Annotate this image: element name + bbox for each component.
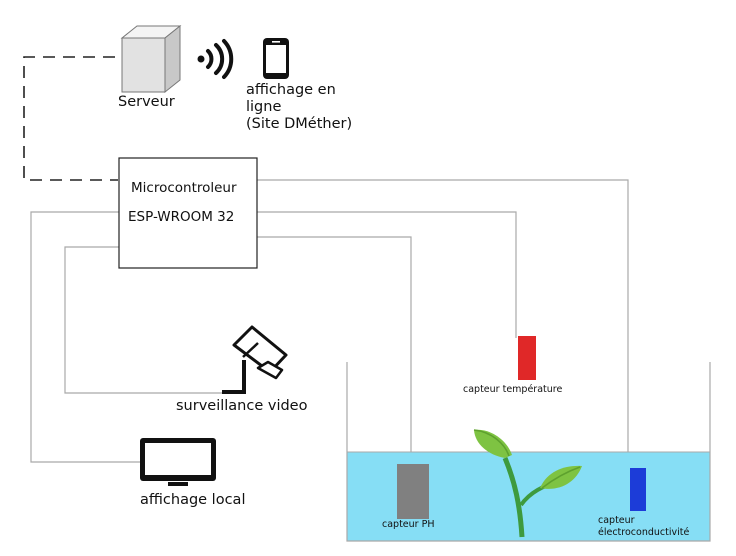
ph-sensor xyxy=(397,464,429,519)
ec-sensor xyxy=(630,468,646,511)
server-icon xyxy=(120,24,182,94)
ec-sensor-label-line-2: électroconductivité xyxy=(598,527,690,538)
security-camera-icon xyxy=(222,325,288,394)
server-label: Serveur xyxy=(118,94,175,110)
microcontroller-model: ESP-WROOM 32 xyxy=(128,209,235,225)
online-display-label-line-3: (Site DMéther) xyxy=(246,116,353,132)
online-display-label-line-1: affichage en xyxy=(246,82,336,98)
wire-ph-sensor xyxy=(256,236,412,465)
wifi-signal-icon xyxy=(197,39,234,79)
microcontroller-box xyxy=(118,157,258,269)
wire-ec-sensor xyxy=(256,179,629,470)
wires xyxy=(30,179,629,470)
wire-local-display xyxy=(30,211,142,463)
ec-sensor-label-line-1: capteur xyxy=(598,515,635,526)
video-label: surveillance video xyxy=(176,398,308,414)
temperature-sensor xyxy=(518,336,536,380)
microcontroller-title: Microcontroleur xyxy=(131,180,237,196)
plant-icon xyxy=(473,429,582,538)
server-link-dashed xyxy=(23,56,118,181)
smartphone-icon xyxy=(263,38,289,79)
wire-camera xyxy=(64,246,224,394)
wire-temperature-sensor xyxy=(256,211,517,338)
monitor-icon xyxy=(140,438,216,486)
online-display-label-line-2: ligne xyxy=(246,99,282,115)
ph-sensor-label: capteur PH xyxy=(382,519,435,530)
local-display-label: affichage local xyxy=(140,492,246,508)
temperature-sensor-label: capteur température xyxy=(463,384,563,395)
